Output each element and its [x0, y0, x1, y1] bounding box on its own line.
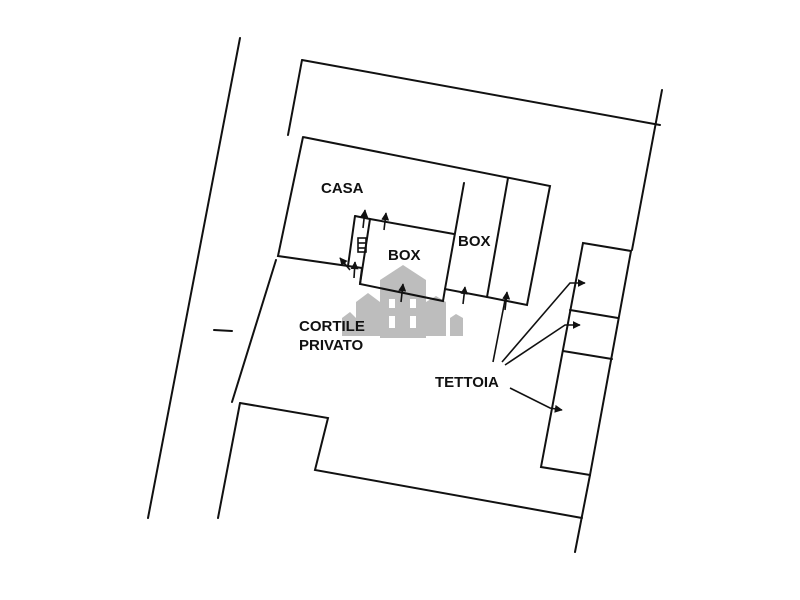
label-box: BOX: [388, 247, 421, 264]
tettoia-structure: [539, 241, 633, 477]
label-cortile: CORTILE: [299, 318, 365, 335]
stairs-icon: [357, 237, 367, 253]
label-privato: PRIVATO: [299, 337, 364, 354]
entrance-arrows: [339, 209, 511, 311]
label-box: BOX: [458, 233, 491, 250]
casa-building: [276, 136, 552, 307]
label-tettoia: TETTOIA: [435, 374, 499, 391]
tettoia-leader-arrows: [492, 279, 586, 413]
label-casa: CASA: [321, 180, 364, 197]
property-boundaries: [147, 37, 663, 553]
watermark-logo: [342, 265, 463, 338]
